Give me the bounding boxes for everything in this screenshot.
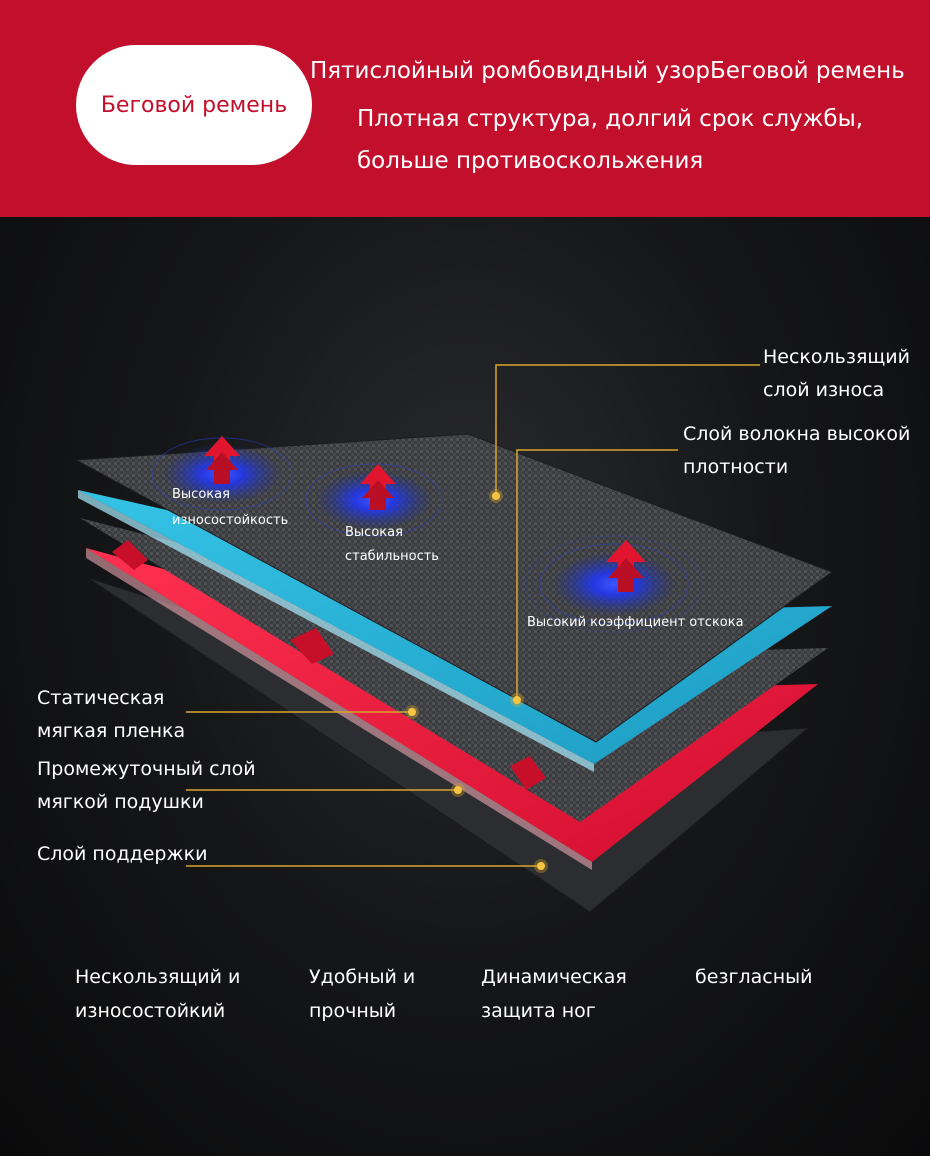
- feature-2-line-2: прочный: [309, 1000, 397, 1022]
- badge-rebound: Высокий коэффициент отскока: [527, 615, 744, 630]
- up-arrow-icon: [606, 540, 646, 592]
- layer-wear: [74, 433, 834, 743]
- feature-3-line-2: защита ног: [481, 1000, 596, 1022]
- halo-stability: [305, 463, 443, 537]
- up-arrow-icon: [204, 436, 240, 484]
- headline-line-2: Плотная структура, долгий срок службы,: [357, 106, 864, 132]
- red-arrow-accent: [510, 756, 546, 790]
- label-cushion-1: Промежуточный слой: [37, 758, 256, 780]
- badge-wear-1: Высокая: [172, 487, 230, 502]
- feature-2-line-1: Удобный и: [309, 966, 416, 988]
- badge-stability-1: Высокая: [345, 525, 403, 540]
- label-static-film-2: мягкая пленка: [37, 720, 186, 742]
- label-cushion-2: мягкой подушки: [37, 791, 204, 813]
- badge-wear-2: износостойкость: [172, 513, 289, 528]
- callout-dots: [405, 489, 548, 873]
- category-pill: Беговой ремень: [76, 45, 312, 165]
- feature-1-line-2: износостойкий: [75, 1000, 226, 1022]
- label-wear-layer-2: слой износа: [763, 379, 885, 401]
- pill-label: Беговой ремень: [100, 92, 288, 118]
- header-banner: Беговой ремень Пятислойный ромбовидный у…: [0, 0, 930, 217]
- feature-3-line-1: Динамическая: [481, 966, 627, 988]
- label-support: Слой поддержки: [37, 843, 208, 865]
- label-fiber-layer-2: плотности: [683, 456, 789, 478]
- headline-line-1: Пятислойный ромбовидный узорБеговой реме…: [310, 58, 905, 84]
- red-arrow-accent: [112, 540, 148, 570]
- callout-lines: [186, 364, 760, 867]
- headline-line-3: больше противоскольжения: [357, 148, 704, 174]
- halo-wear: [151, 436, 293, 511]
- label-fiber-layer-1: Слой волокна высокой: [683, 423, 911, 445]
- label-static-film-1: Статическая: [37, 687, 165, 709]
- red-arrow-accent: [290, 628, 334, 664]
- feature-1-line-1: Нескользящий и: [75, 966, 241, 988]
- badge-stability-2: стабильность: [345, 549, 439, 564]
- up-arrow-icon: [360, 464, 396, 510]
- label-wear-layer-1: Нескользящий: [763, 346, 910, 368]
- halo-rebound: [525, 535, 703, 633]
- feature-4-line-1: безгласный: [695, 966, 813, 988]
